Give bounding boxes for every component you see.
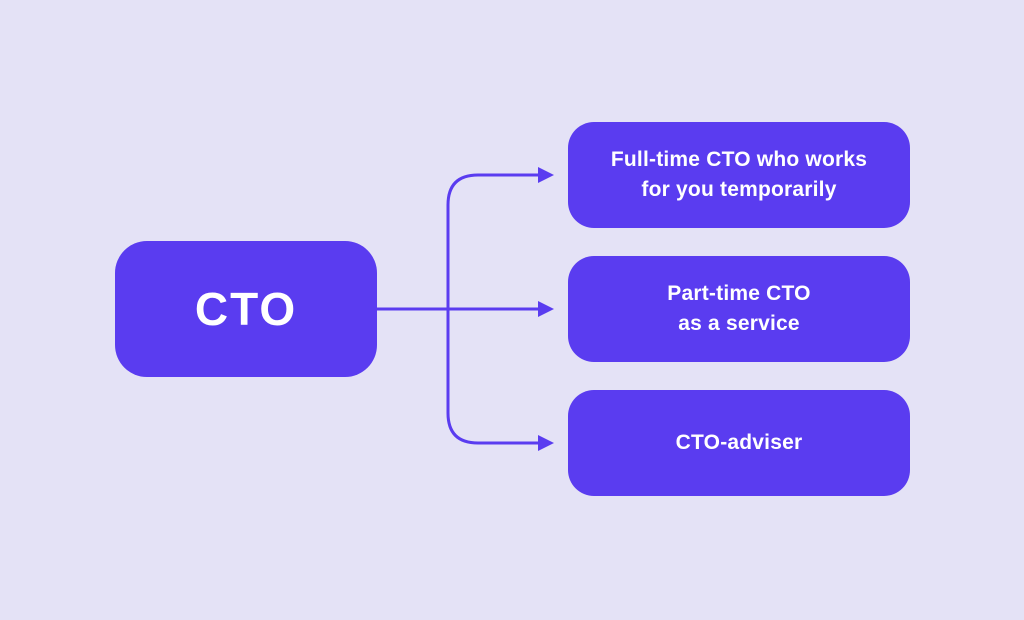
cto-root-label: CTO [194,283,298,335]
option-label-line: as a service [678,312,800,335]
option-label-line: Full-time CTO who works [610,148,868,171]
cto-root-node: CTO [115,241,377,377]
arrowhead-middle-icon [538,301,554,317]
option-label-line: Part-time CTO [667,282,811,305]
option-node-cto-adviser: CTO-adviser [568,390,910,496]
arrowhead-top-icon [538,167,554,183]
option-label-line: for you temporarily [641,178,837,201]
connector-line-top [446,173,538,309]
option-node-full-time-cto: Full-time CTO who works for you temporar… [568,122,910,228]
connector-line-bottom [446,309,538,445]
option-label-line: CTO-adviser [675,431,803,454]
arrowhead-bottom-icon [538,435,554,451]
option-node-part-time-cto: Part-time CTO as a service [568,256,910,362]
